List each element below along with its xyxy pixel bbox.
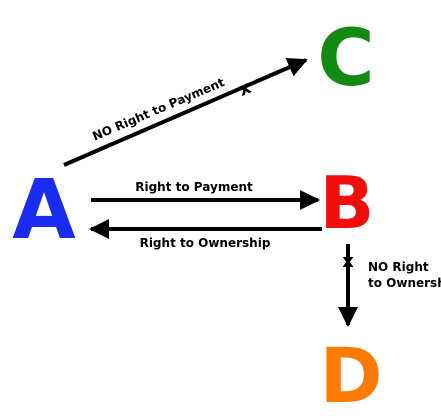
node-a: A	[12, 163, 76, 258]
blocked-mark-b-to-d: x	[342, 251, 354, 272]
label-a-to-b: Right to Payment	[135, 180, 253, 194]
node-c: C	[317, 14, 374, 104]
node-b: B	[320, 161, 375, 245]
node-d: D	[319, 331, 382, 419]
label-b-to-d-line2: to Ownership	[368, 276, 441, 290]
arrow-a-to-c	[63, 57, 308, 167]
label-a-to-c: NO Right to Payment	[90, 75, 226, 143]
label-b-to-a: Right to Ownership	[140, 236, 271, 250]
blocked-mark-a-to-c: x	[235, 77, 254, 101]
label-b-to-d-line1: NO Right	[368, 260, 429, 274]
